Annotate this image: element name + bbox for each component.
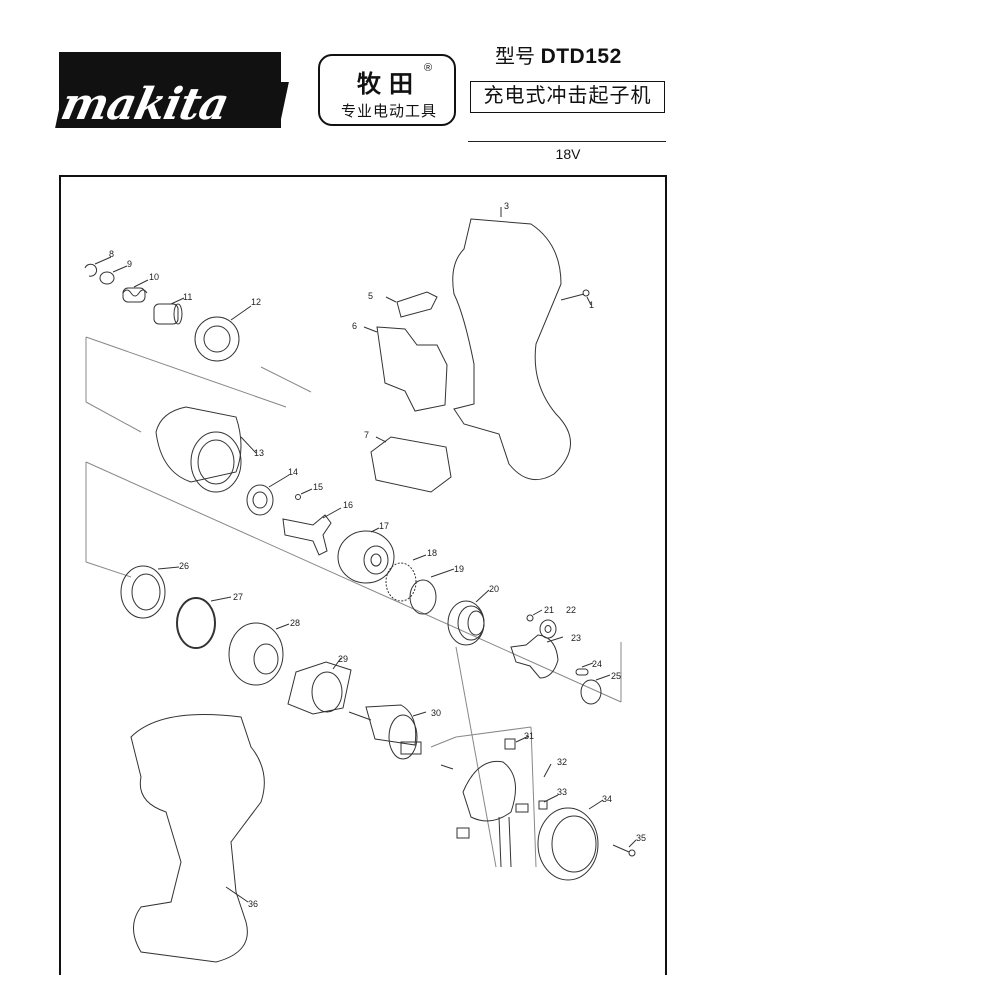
part-label: 3: [504, 201, 509, 211]
model-number: DTD152: [540, 45, 622, 68]
badge-chinese-name: 牧田: [357, 69, 421, 98]
voltage-label: 18V: [555, 146, 581, 162]
part-label: 23: [571, 633, 581, 643]
part-label: 18: [427, 548, 437, 558]
exploded-view-diagram: 1 3 5 6 7 8 9 10 11 12 13 14 15 16 17 18…: [84, 201, 646, 963]
part-label: 28: [290, 618, 300, 628]
part-label: 32: [557, 757, 567, 767]
part-label: 29: [338, 654, 348, 664]
part-label: 24: [592, 659, 602, 669]
part-label: 21: [544, 605, 554, 615]
part-label: 31: [524, 731, 534, 741]
part-label: 19: [454, 564, 464, 574]
part-label: 33: [557, 787, 567, 797]
part-label: 1: [589, 300, 594, 310]
logo-registered-mark: ®: [262, 72, 271, 86]
part-label: 30: [431, 708, 441, 718]
badge-subtitle: 专业电动工具: [340, 103, 437, 120]
part-label: 17: [379, 521, 389, 531]
part-label: 20: [489, 584, 499, 594]
part-label: 8: [109, 249, 114, 259]
part-label: 13: [254, 448, 264, 458]
model-label: 型号: [495, 46, 535, 68]
part-label: 35: [636, 833, 646, 843]
brand-badge: 牧田 ® 专业电动工具: [318, 54, 456, 126]
part-label: 9: [127, 259, 132, 269]
part-label: 26: [179, 561, 189, 571]
part-label: 11: [183, 292, 192, 302]
part-label: 14: [288, 467, 298, 477]
part-label: 15: [313, 482, 323, 492]
part-label: 12: [251, 297, 261, 307]
header-divider: [468, 141, 666, 142]
part-label: 27: [233, 592, 243, 602]
part-label: 34: [602, 794, 612, 804]
model-line: 型号 DTD152: [495, 40, 622, 69]
part-label: 6: [352, 321, 357, 331]
part-label: 16: [343, 500, 353, 510]
makita-logo: makita: [55, 79, 289, 130]
part-label: 7: [364, 430, 369, 440]
badge-registered-mark: ®: [424, 62, 433, 74]
product-name: 充电式冲击起子机: [470, 81, 665, 113]
part-label: 22: [566, 605, 576, 615]
part-label: 36: [248, 899, 258, 909]
part-label: 5: [368, 291, 373, 301]
exploded-view-frame: 1 3 5 6 7 8 9 10 11 12 13 14 15 16 17 18…: [59, 175, 667, 975]
part-label: 25: [611, 671, 621, 681]
part-label: 10: [149, 272, 159, 282]
